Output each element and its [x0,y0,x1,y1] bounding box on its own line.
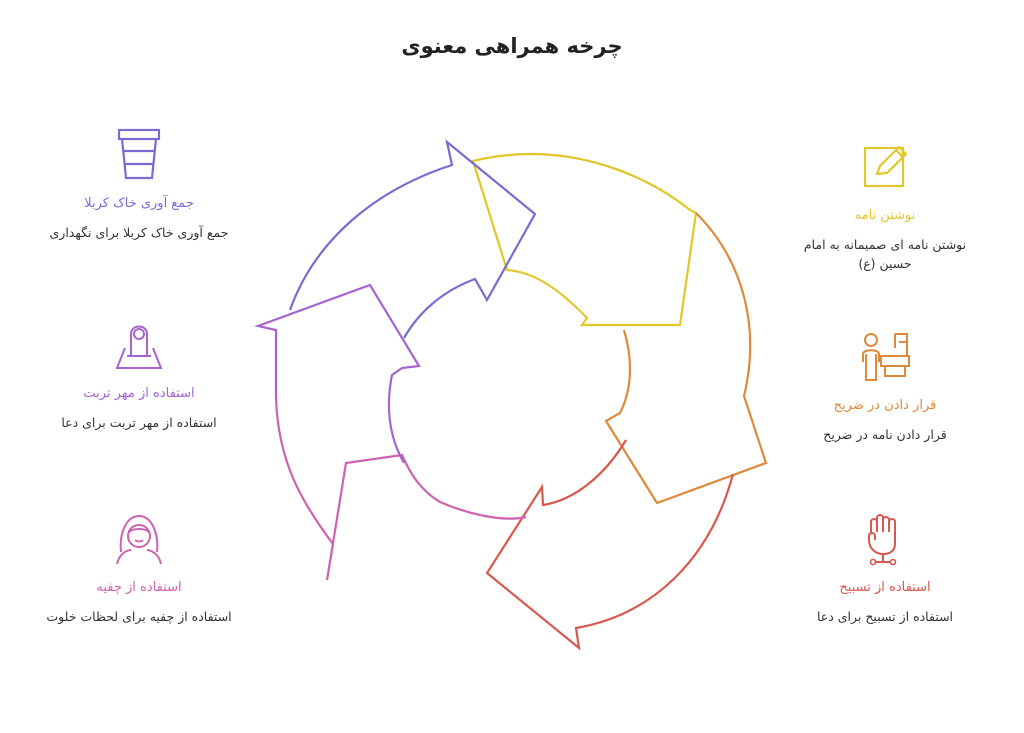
step-heading: قرار دادن در ضریح [833,398,937,413]
keffiyeh-person-icon [116,514,162,565]
step-description: جمع آوری خاک کربلا برای نگهداری [49,225,229,240]
person-at-shrine-icon [862,333,910,381]
step-description: نوشتن نامه ای صمیمانه به امام حسین (ع) [803,237,967,271]
step-description: استفاده از مهر تربت برای دعا [61,415,217,430]
step-description: قرار دادن نامه در ضریح [823,427,947,442]
prayer-woman-icon [115,325,163,369]
step-description: استفاده از تسبیح برای دعا [816,609,954,624]
step-heading: جمع آوری خاک کربلا [84,196,194,211]
cycle-arrow-orange [604,212,768,505]
step-using-prayer-stone: استفاده از مهر تربت استفاده از مهر تربت … [44,316,234,432]
step-heading: استفاده از چفیه [96,580,182,595]
step-placing-in-shrine: قرار دادن در ضریح قرار دادن نامه در ضریح [790,328,980,444]
step-using-keffiyeh: استفاده از چفیه استفاده از چفیه برای لحظ… [44,510,234,626]
cycle-arrow-pink [274,397,527,581]
hand-rosary-icon [868,514,897,566]
step-description: استفاده از چفیه برای لحظات خلوت [46,609,232,624]
cycle-arrow-yellow [471,153,698,327]
cycle-arrow-purple [254,283,421,464]
step-heading: نوشتن نامه [854,208,916,223]
pencil-note-icon [863,145,908,188]
step-heading: استفاده از تسبیح [839,580,931,595]
step-using-rosary: استفاده از تسبیح استفاده از تسبیح برای د… [790,510,980,626]
cycle-arrow-indigo [288,139,537,339]
page-title: چرخه همراهی معنوی [401,34,623,58]
step-collecting-soil: جمع آوری خاک کربلا جمع آوری خاک کربلا بر… [44,126,234,242]
soil-container-icon [117,128,161,180]
step-writing-letter: نوشتن نامه نوشتن نامه ای صمیمانه به امام… [790,138,980,273]
step-heading: استفاده از مهر تربت [83,386,195,401]
cycle-arrow-red [485,439,735,651]
